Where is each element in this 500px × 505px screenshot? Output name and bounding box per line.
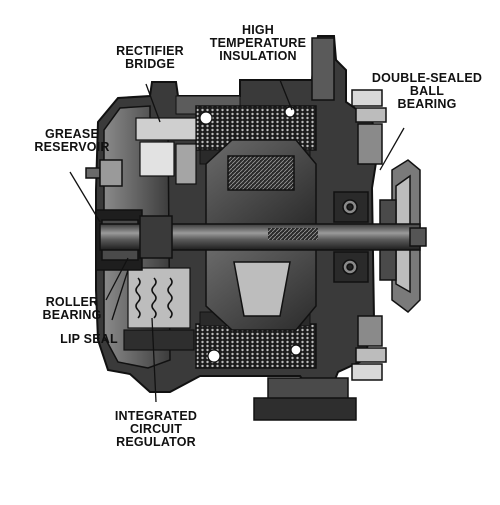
- label-integrated-circuit-regulator: INTEGRATED CIRCUIT REGULATOR: [100, 410, 212, 449]
- roller-bearing-line-1: ROLLER: [45, 295, 99, 309]
- double-sealed-ball-bearing-line-3: BEARING: [397, 97, 457, 111]
- double-sealed-ball-bearing-line-1: DOUBLE-SEALED: [371, 71, 483, 85]
- ball-bearing-part: [333, 191, 369, 283]
- high-temperature-insulation-line-2: TEMPERATURE: [209, 36, 307, 50]
- double-sealed-ball-bearing-line-2: BALL: [409, 84, 445, 98]
- regulator-part: [123, 267, 302, 363]
- lip-seal-line-1: LIP SEAL: [60, 332, 118, 346]
- rotor-shaft: [99, 215, 427, 259]
- label-roller-bearing: ROLLER BEARING: [32, 296, 112, 322]
- label-rectifier-bridge: RECTIFIER BRIDGE: [104, 45, 196, 71]
- cooling-fins: [351, 89, 387, 381]
- label-lip-seal: LIP SEAL: [44, 333, 134, 346]
- leader-lines: [69, 79, 405, 403]
- label-grease-reservoir: GREASE RESERVOIR: [26, 128, 118, 154]
- rectifier-bridge-part: [135, 106, 296, 185]
- grease-reservoir-line-1: GREASE: [45, 127, 99, 141]
- integrated-circuit-regulator-line-2: CIRCUIT: [129, 422, 183, 436]
- integrated-circuit-regulator-line-1: INTEGRATED: [114, 409, 198, 423]
- rotor-claws: [205, 139, 317, 331]
- integrated-circuit-regulator-line-3: REGULATOR: [116, 435, 196, 449]
- label-high-temperature-insulation: HIGH TEMPERATURE INSULATION: [196, 24, 320, 63]
- high-temperature-insulation-line-3: INSULATION: [219, 49, 297, 63]
- high-temperature-insulation-line-1: HIGH: [241, 23, 275, 37]
- rectifier-bridge-line-1: RECTIFIER: [116, 44, 184, 58]
- roller-bearing-line-2: BEARING: [42, 308, 102, 322]
- grease-reservoir-line-2: RESERVOIR: [34, 140, 110, 154]
- rectifier-bridge-line-2: BRIDGE: [125, 57, 175, 71]
- label-double-sealed-ball-bearing: DOUBLE-SEALED BALL BEARING: [362, 72, 492, 111]
